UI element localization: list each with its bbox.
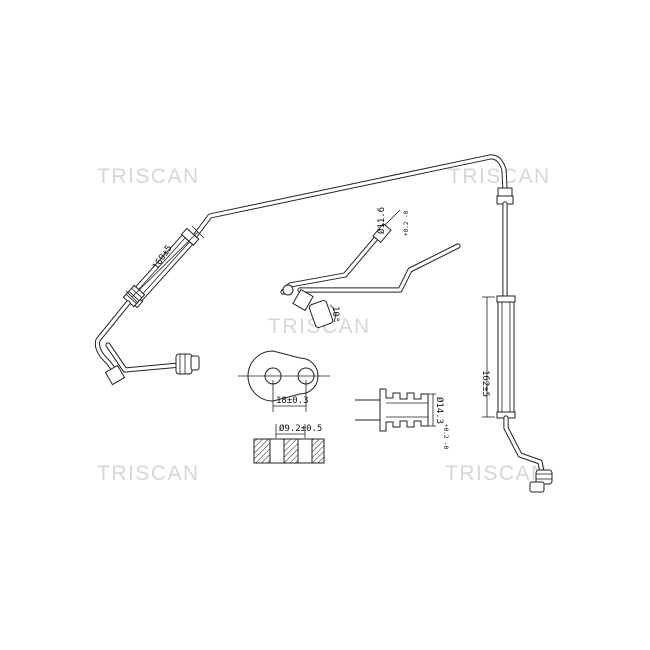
- watermark-bottom-right: TRISCAN: [445, 462, 548, 485]
- right-hose-assembly: 162±5: [480, 187, 553, 493]
- dimension-label-162: 162±5: [480, 370, 490, 397]
- hose-end-detail: Ø14.3 +0.2 -0: [355, 388, 449, 450]
- watermark-top-left: TRISCAN: [97, 165, 200, 188]
- dimension-label-9-2: Ø9.2±0.5: [279, 423, 322, 434]
- main-pipe: [192, 154, 508, 239]
- watermark-bottom-left: TRISCAN: [97, 462, 200, 485]
- dimension-pipe-diameter: Ø11.6 +0.2 -0: [376, 207, 410, 236]
- dimension-right-hose: 162±5: [480, 296, 495, 418]
- flange-detail-top: 18±0.3: [238, 350, 330, 412]
- watermark-layer: TRISCAN TRISCAN TRISCAN TRISCAN TRISCAN: [97, 165, 551, 485]
- dimension-label-dia-11-6: Ø11.6: [376, 207, 387, 234]
- dimension-label-14-3: Ø14.3: [434, 397, 445, 424]
- end-fitting-lower-left: [104, 353, 200, 386]
- hose-sleeve-right: [496, 295, 516, 419]
- dimension-label-dia-11-6-tol: +0.2 -0: [403, 210, 410, 236]
- dimension-angle: 10°: [329, 304, 340, 322]
- center-branch-pipe: Ø11.6 +0.2 -0 10°: [280, 207, 461, 329]
- dimension-upper-hose: 160±5: [125, 225, 205, 304]
- end-fitting-lower-right: [529, 469, 553, 493]
- dimension-label-angle: 10°: [330, 306, 340, 322]
- upper-hose-assembly: 160±5: [94, 225, 205, 386]
- branch-end-fitting: [282, 222, 392, 329]
- dimension-label-18: 18±0.3: [276, 396, 309, 406]
- flange-detail-section: Ø9.2±0.5: [253, 423, 325, 464]
- dimension-label-14-3-tol: +0.2 -0: [442, 424, 449, 450]
- watermark-top-right: TRISCAN: [448, 165, 551, 188]
